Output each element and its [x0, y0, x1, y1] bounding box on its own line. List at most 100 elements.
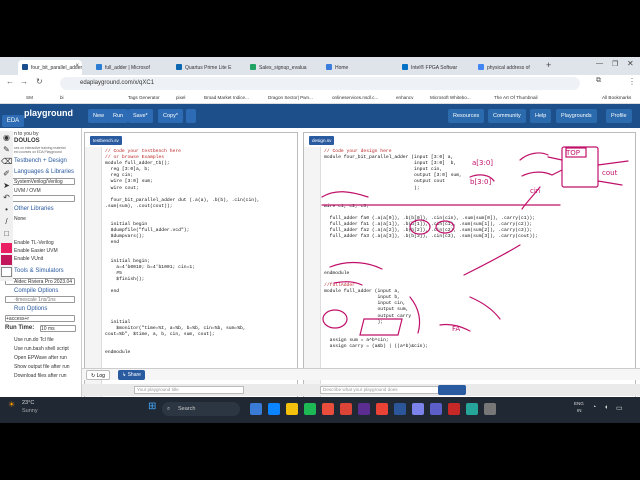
bookmark-item[interactable]: The Art Of Thumbnail — [494, 95, 538, 100]
save-button[interactable]: Save* — [128, 109, 153, 123]
app-icon[interactable] — [358, 403, 370, 415]
run-bash-checkbox[interactable]: Use run.bash shell script — [14, 346, 69, 352]
bookmark-item[interactable]: All Bookmarks — [602, 95, 632, 100]
app-icon[interactable] — [448, 403, 460, 415]
edge-icon[interactable] — [268, 403, 280, 415]
chrome-icon[interactable] — [340, 403, 352, 415]
pen-icon[interactable]: ✎ — [3, 145, 10, 154]
weather-icon: ☀ — [8, 400, 16, 409]
app-icon[interactable] — [430, 403, 442, 415]
eda-logo[interactable]: EDA playground — [2, 106, 80, 128]
eraser-icon[interactable]: ⌫ — [1, 157, 13, 166]
browser-tab[interactable]: Home — [322, 60, 386, 75]
download-files-checkbox[interactable]: Download files after run — [14, 373, 67, 379]
copy-button[interactable]: Copy* — [158, 109, 183, 123]
log-tab[interactable]: ↻ Log — [86, 370, 110, 380]
dot-icon[interactable]: • — [5, 205, 8, 214]
playgrounds-menu[interactable]: Playgrounds — [556, 109, 597, 123]
line-icon[interactable]: / — [5, 217, 8, 226]
region-indicator[interactable]: IN — [577, 408, 582, 413]
close-window-icon[interactable]: ✕ — [627, 59, 634, 68]
wifi-icon[interactable]: ◔ — [592, 404, 597, 411]
bookmark-item[interactable]: Dragon Sector| Pwn... — [268, 95, 313, 100]
help-menu[interactable]: Help — [530, 109, 552, 123]
testbench-tab[interactable]: testbench.sv — [90, 136, 122, 145]
magenta-color-swatch[interactable] — [1, 255, 12, 265]
battery-icon[interactable]: ▭ — [616, 405, 623, 412]
back-icon[interactable]: ← — [6, 77, 14, 86]
testbench-editor[interactable]: // Code your testbench here// or browse … — [105, 149, 260, 356]
dropdown-button[interactable] — [186, 109, 196, 123]
bookmark-item[interactable]: bi — [60, 95, 64, 100]
app-icon[interactable] — [376, 403, 388, 415]
browser-tab[interactable]: Quartus Prime Lite E — [172, 60, 236, 75]
bookmark-item[interactable]: enhancv — [396, 95, 414, 100]
task-view-icon[interactable] — [250, 403, 262, 415]
run-time-input[interactable]: 10 ms — [40, 325, 76, 332]
community-menu[interactable]: Community — [488, 109, 526, 123]
menu-icon[interactable]: ⋮ — [628, 77, 636, 86]
url-field[interactable]: edaplayground.com/x/qXC1 — [60, 77, 580, 90]
undo-icon[interactable]: ↶ — [3, 193, 10, 202]
profile-menu[interactable]: Profile — [606, 109, 632, 123]
tool-select[interactable]: Aldec Riviera Pro 2023.04 — [5, 278, 75, 285]
easier-uvm-option[interactable]: Enable Easier UVM — [14, 248, 58, 254]
minimize-icon[interactable]: — — [596, 60, 603, 67]
browser-tab[interactable]: physical address of — [474, 60, 540, 75]
bookmark-item[interactable]: Broad Market Indice... — [204, 95, 249, 100]
volume-icon[interactable]: ◖ — [604, 404, 609, 411]
eye-icon[interactable]: ◉ — [3, 133, 10, 142]
rect-icon[interactable]: □ — [4, 229, 9, 238]
maximize-icon[interactable]: ❐ — [612, 61, 619, 68]
app-icon[interactable] — [394, 403, 406, 415]
bookmark-item[interactable]: SM — [26, 95, 33, 100]
vunit-option[interactable]: Enable VUnit — [14, 256, 44, 262]
extensions-icon[interactable]: ⧉ — [596, 77, 601, 84]
white-color-swatch[interactable] — [1, 267, 12, 277]
language-select[interactable]: SystemVerilog/Verilog — [5, 178, 75, 185]
browser-tab[interactable]: full_adder | Microsof — [92, 60, 156, 75]
browser-tab[interactable]: four_bit_parallel_adder× — [18, 60, 82, 75]
run-do-checkbox[interactable]: Use run.do Tcl file — [14, 337, 54, 343]
pink-color-swatch[interactable] — [1, 243, 12, 253]
share-tab[interactable]: ↳ Share — [118, 370, 145, 380]
forward-icon[interactable]: → — [20, 77, 28, 86]
bookmark-item[interactable]: Microsoft Whitebo... — [430, 95, 471, 100]
bookmark-item[interactable]: onlineservices.nsdl.c... — [332, 95, 379, 100]
app-icon[interactable] — [304, 403, 316, 415]
bookmark-item[interactable]: Tags Generator — [128, 95, 160, 100]
resources-menu[interactable]: Resources — [448, 109, 485, 123]
app-icon[interactable] — [322, 403, 334, 415]
app-icon[interactable] — [412, 403, 424, 415]
code-line: .sum(sum), .cout(cout)); — [105, 203, 173, 209]
highlighter-icon[interactable]: ✐ — [3, 169, 10, 178]
reload-icon[interactable]: ↻ — [36, 77, 43, 86]
epwave-checkbox[interactable]: Open EPWave after run — [14, 355, 67, 361]
browser-tab[interactable]: Intel® FPGA Softwar — [398, 60, 468, 75]
title-input[interactable]: Your playground title — [134, 386, 244, 394]
uvm-select[interactable] — [5, 195, 75, 202]
none-option[interactable]: None — [14, 216, 26, 222]
bookmark-item[interactable]: pixel — [176, 95, 186, 100]
new-button[interactable]: New — [88, 109, 110, 123]
run-button[interactable]: Run — [108, 109, 129, 123]
windows-start-icon[interactable]: ⊞ — [148, 401, 157, 412]
tool-select-value: Aldec Riviera Pro 2023.04 — [14, 279, 73, 285]
file-explorer-icon[interactable] — [286, 403, 298, 415]
cursor-icon[interactable]: ➤ — [3, 181, 10, 190]
app-icon[interactable] — [484, 403, 496, 415]
share-submit-button[interactable] — [438, 385, 466, 395]
run-options-input[interactable]: +access+r — [5, 315, 75, 322]
new-tab-icon[interactable]: + — [546, 60, 552, 70]
taskbar-search[interactable]: ⌕Search — [162, 402, 240, 416]
compile-options-input[interactable]: -timescale 1ns/1ns — [5, 296, 75, 303]
app-icon[interactable] — [466, 403, 478, 415]
close-icon[interactable]: × — [75, 63, 79, 69]
design-tab[interactable]: design.sv — [309, 136, 335, 145]
description-input[interactable]: Describe what your playground does — [320, 386, 440, 394]
show-output-checkbox[interactable]: Show output file after run — [14, 364, 70, 370]
language-indicator[interactable]: ENG — [574, 401, 584, 406]
tl-verilog-option[interactable]: Enable TL-Verilog — [14, 240, 54, 246]
browser-tab[interactable]: Sales_signup_evalua — [246, 60, 310, 75]
